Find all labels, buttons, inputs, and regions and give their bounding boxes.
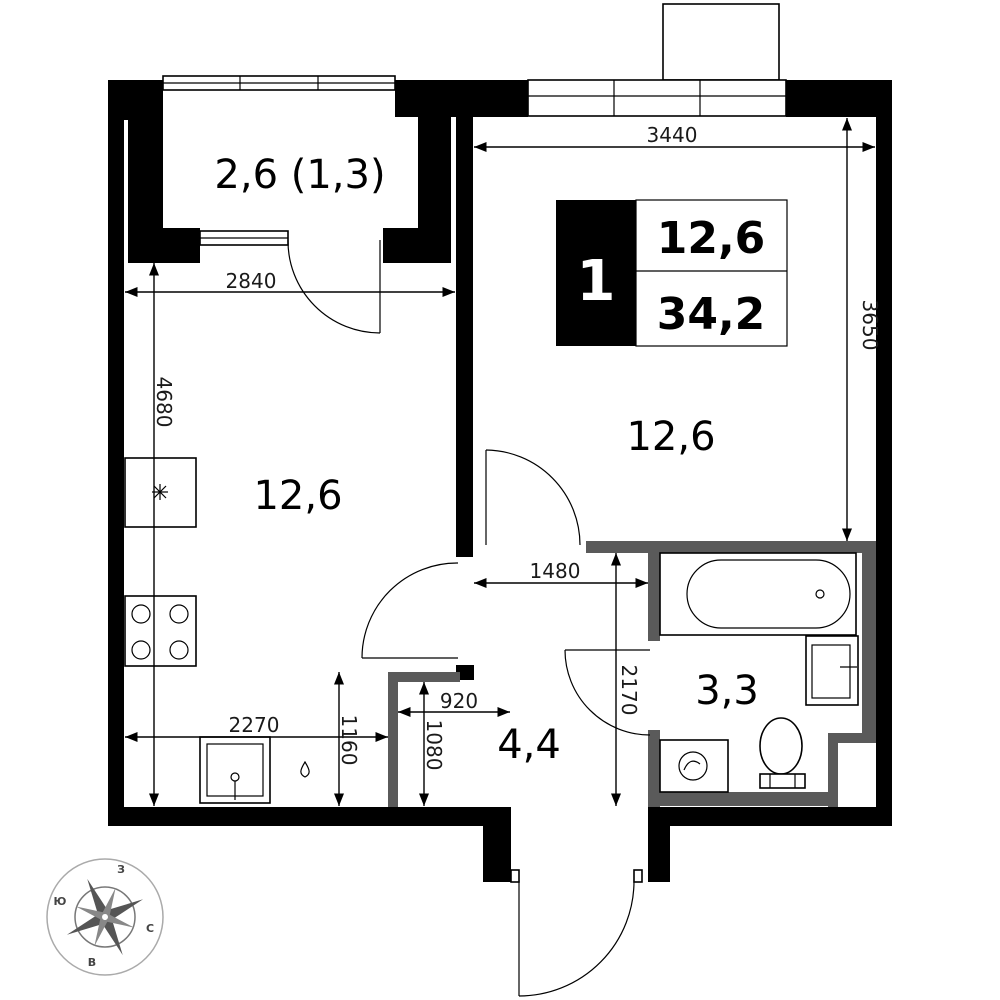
bathroom-walls	[388, 541, 876, 807]
washing-machine-icon	[659, 739, 729, 793]
bathtub-icon	[659, 552, 857, 636]
stove-icon	[124, 595, 197, 667]
balcony-window	[162, 75, 396, 91]
bathroom-fixtures	[659, 552, 859, 793]
washbasin-icon	[805, 635, 859, 706]
compass-west: Ю	[54, 895, 67, 908]
dim-counter-width: 2270	[229, 713, 280, 737]
outer-walls	[108, 80, 892, 882]
dim-room-depth: 3650	[858, 300, 882, 351]
compass-icon: З Ю С В	[46, 858, 164, 976]
dim-counter-depth: 1160	[337, 715, 361, 766]
dimension-lines	[125, 118, 875, 806]
area-room: 12,6	[626, 414, 715, 460]
toilet-icon	[759, 717, 806, 789]
room-window	[527, 3, 787, 117]
doors	[199, 230, 651, 997]
badge-total-area: 34,2	[657, 289, 766, 340]
kitchen-sink-icon	[199, 736, 271, 804]
kitchen-fixtures	[124, 457, 310, 804]
compass-east: С	[146, 922, 154, 935]
compass-north: З	[117, 863, 125, 876]
compass-south: В	[88, 956, 96, 969]
dim-bath-depth: 2170	[617, 665, 641, 716]
badge-living-area: 12,6	[657, 213, 766, 264]
area-balcony: 2,6 (1,3)	[214, 152, 385, 198]
badge-rooms: 1	[577, 249, 616, 314]
dim-corridor-depth: 1080	[422, 720, 446, 771]
dim-hall-width: 1480	[530, 559, 581, 583]
area-kitchen: 12,6	[253, 473, 342, 519]
dishwasher-drop-icon	[300, 760, 310, 778]
dim-room-width: 3440	[647, 123, 698, 147]
dim-kitchen-depth: 4680	[152, 377, 176, 428]
apartment-badge: 1 12,6 34,2	[556, 199, 788, 347]
area-hall: 4,4	[497, 722, 561, 768]
dim-kitchen-width: 2840	[226, 269, 277, 293]
dim-corridor-width: 920	[440, 689, 478, 713]
area-bathroom: 3,3	[695, 668, 759, 714]
